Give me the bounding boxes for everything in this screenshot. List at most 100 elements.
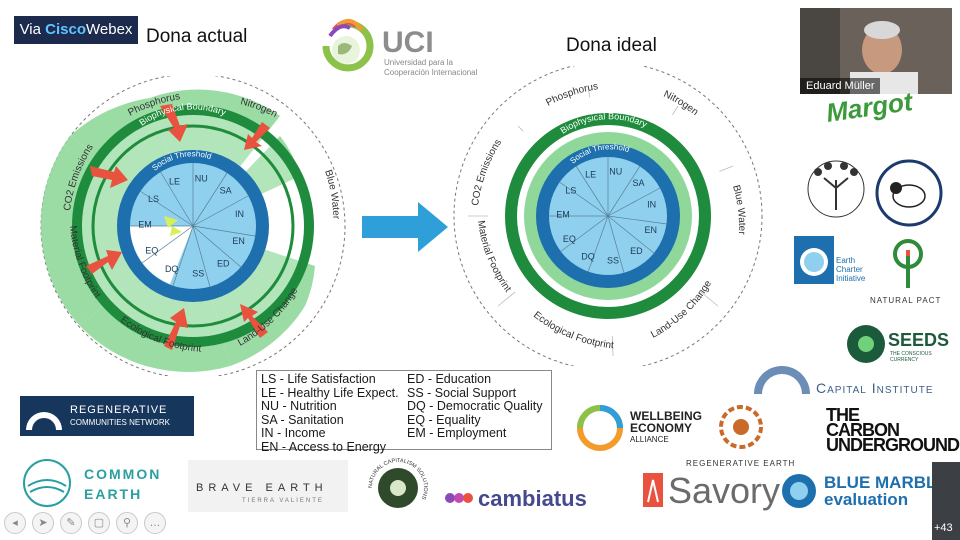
social-code-label: LE [585,170,596,180]
social-code-label: NU [609,167,622,177]
carbon-underground-logo: THE CARBON UNDERGROUND [826,405,960,455]
social-code-label: EN [645,225,658,235]
pen-icon[interactable]: ✎ [60,512,82,534]
acronym-legend: LS - Life Satisfaction LE - Healthy Life… [256,370,552,453]
social-code-label: EN [232,236,245,246]
social-code-label: ED [630,246,643,256]
social-code-label: IN [235,209,244,219]
social-code-label: SA [220,186,232,196]
earth-charter-line: Earth [836,256,856,265]
legend-item: EQ - Equality [407,412,481,427]
more-options-icon[interactable]: … [144,512,166,534]
title-current: Dona actual [146,26,248,47]
webex-brand-cisco: Cisco [45,21,86,38]
social-code-label: LS [565,186,576,196]
ideal-label-blue-water: Blue Water [730,184,747,236]
earth-charter-line: Initiative [836,274,866,283]
cambiatus-icon [445,493,473,503]
common-earth-line: EARTH [84,486,143,502]
social-code-label: EQ [563,234,576,244]
wellbeing-line: WELLBEING [630,409,702,423]
social-code-label: EM [138,220,152,230]
participant-video[interactable]: Eduard Müller [800,8,952,94]
common-earth-line: COMMON [84,466,162,482]
uci-sub1: Universidad para la [384,58,453,67]
participant-name: Eduard Müller [800,78,881,94]
legend-item: LE - Healthy Life Expect. [261,385,399,400]
social-code-label: EQ [145,246,158,256]
legend-item: DQ - Democratic Quality [407,399,543,413]
social-code-label: LS [148,194,159,204]
social-code-label: IN [647,200,656,210]
natural-pact-text: NATURAL PACT [870,296,942,305]
cu-line: THE [826,405,860,425]
legend-left-col: LS - Life Satisfaction LE - Healthy Life… [261,372,399,454]
uci-name: UCI [382,26,434,59]
social-code-label: ED [217,258,230,268]
presenter-toolbar: ◂ ➤ ✎ ▢ ⚲ … [4,512,166,536]
brave-earth-logo: BRAVE EARTH TIERRA VALIENTE [188,460,348,512]
wellbeing-line: ECONOMY [630,421,693,435]
blue-marble-line: BLUE MARBLE [824,473,948,492]
cu-line: CARBON [826,420,900,440]
pointer-icon[interactable]: ➤ [32,512,54,534]
transition-arrow [362,202,448,252]
previous-icon[interactable]: ◂ [4,512,26,534]
blue-marble-line: evaluation [824,490,909,509]
zoom-icon[interactable]: ⚲ [116,512,138,534]
seeds-sub: THE CONSCIOUS CURRENCY [890,351,932,363]
legend-right-col: ED - Education SS - Social Support DQ - … [407,372,543,441]
regen-network-line2: COMMUNITIES NETWORK [70,418,170,427]
regen-earth-icon [719,405,763,449]
cu-line: UNDERGROUND [826,435,960,455]
social-code-label: EM [556,210,570,220]
savory-icon [643,473,663,507]
webex-badge: Via CiscoWebex [14,16,138,44]
blue-marble-text: BLUE MARBLE evaluation [824,474,948,508]
earth-charter-icon [794,236,834,284]
capital-institute-arc [754,366,810,394]
tree-moons-logo [807,160,865,218]
legend-item: NU - Nutrition [261,399,337,413]
cambiatus-text: cambiatus [478,486,587,511]
brave-earth-text: BRAVE EARTH [196,482,328,494]
regen-network-logo: REGENERATIVE COMMUNITIES NETWORK [20,396,194,436]
sheep-logo [875,159,943,227]
earth-charter-text: Earth Charter Initiative [836,256,865,283]
legend-item: IN - Income [261,426,326,440]
webex-prefix: Via [19,21,46,38]
social-code-label: SA [632,178,644,188]
social-code-label: LE [169,177,180,187]
more-participants[interactable]: +43 [932,462,960,540]
label-blue-water: Blue Water [322,169,341,220]
social-code-label: NU [195,174,208,184]
webex-brand-webex: Webex [86,21,133,38]
svg-text:Blue Water: Blue Water [730,184,747,236]
svg-text:Blue Water: Blue Water [322,169,341,220]
slides-icon[interactable]: ▢ [88,512,110,534]
social-code-label: SS [607,256,619,266]
wellbeing-line: ALLIANCE [630,435,669,444]
common-earth-icon [23,459,71,507]
legend-item: LS - Life Satisfaction [261,372,376,386]
uci-sub2: Cooperación Internacional [384,68,478,77]
social-code-label: DQ [165,264,179,274]
social-code-label: DQ [581,251,595,261]
regen-network-icon [26,412,62,430]
capital-institute-text: Capital Institute [816,380,934,396]
legend-item: EN - Access to Energy [261,439,387,454]
social-code-label: SS [192,269,204,279]
seeds-icon [847,325,885,363]
ncs-logo: NATURAL CAPITALISM SOLUTIONS [368,458,428,508]
title-ideal: Dona ideal [566,35,657,56]
regen-network-line1: REGENERATIVE [70,404,168,416]
wellbeing-icon [577,405,623,451]
wellbeing-text: WELLBEING ECONOMY ALLIANCE [630,410,702,446]
legend-item: SS - Social Support [407,385,517,400]
common-earth-text: COMMON EARTH [84,464,161,504]
regen-earth-text: REGENERATIVE EARTH [686,459,796,468]
earth-charter-line: Charter [836,265,863,274]
legend-item: EM - Employment [407,426,507,440]
legend-item: ED - Education [407,372,492,386]
uci-logo-mark [316,16,376,78]
